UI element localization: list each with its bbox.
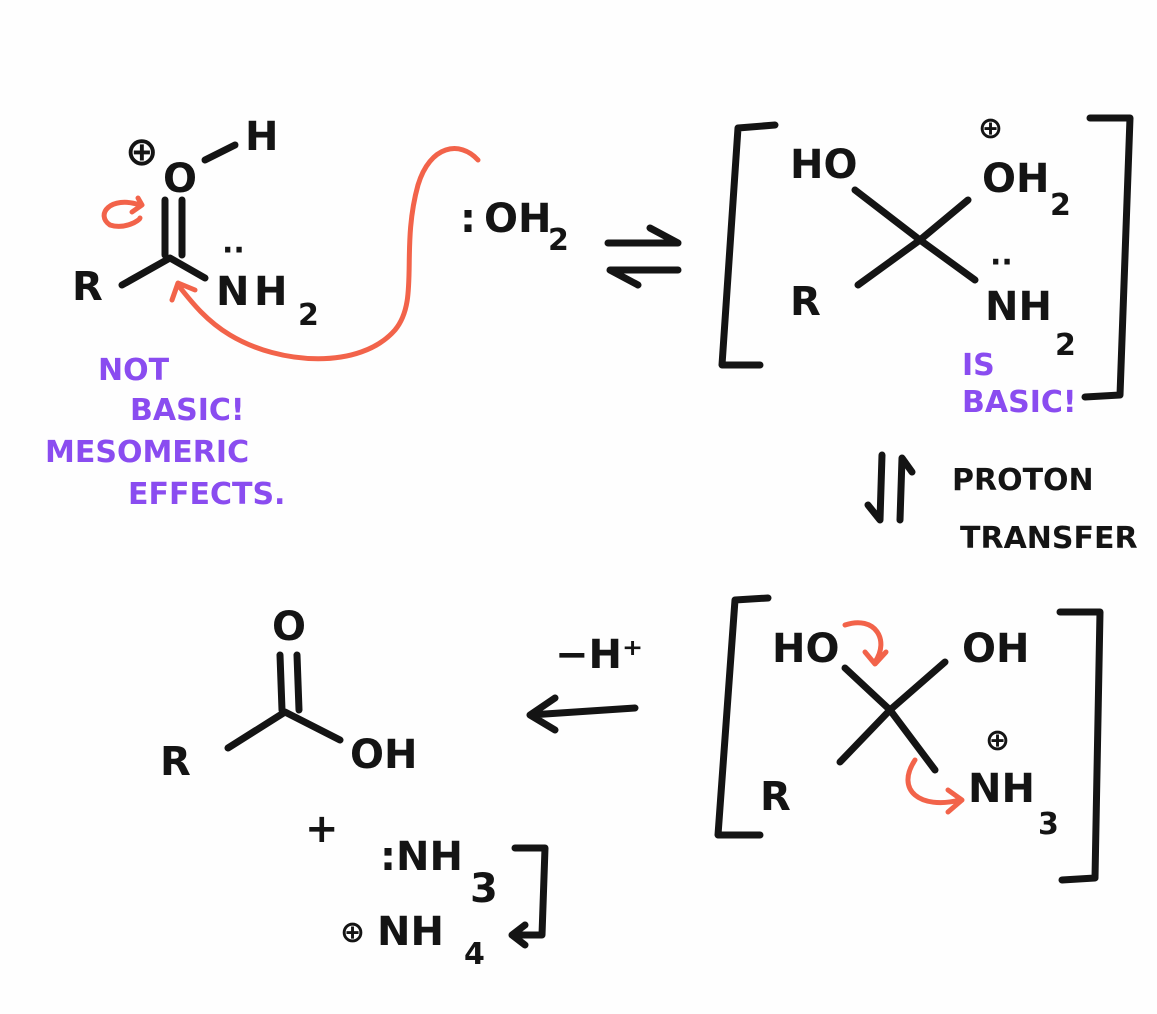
oxygen-label: O <box>272 604 306 650</box>
note-text: EFFECTS. <box>128 477 285 512</box>
ammonia-label: :NH <box>380 834 463 880</box>
lone-pair: ·· <box>222 233 245 268</box>
bonds <box>836 658 949 774</box>
lone-pair: ·· <box>990 245 1013 280</box>
protonated-amide: ⊕ O H R ·· N H 2 <box>72 114 319 333</box>
subscript: 3 <box>470 866 498 912</box>
r-group-label: R <box>760 774 791 820</box>
note-text: BASIC! <box>962 385 1077 420</box>
subscript: 2 <box>1050 188 1071 223</box>
water-nucleophile: : OH 2 <box>460 196 569 258</box>
note-not-basic: NOT BASIC! MESOMERIC EFFECTS. <box>45 353 285 512</box>
curly-arrow-icon <box>101 195 145 229</box>
hydrogen-label: H <box>245 114 278 160</box>
hydroxyl-label: HO <box>790 142 857 188</box>
tetrahedral-intermediate-2: HO OH R ⊕ NH 3 <box>714 594 1104 884</box>
proton-transfer-label: TRANSFER <box>960 521 1138 556</box>
hydroxyl-label: OH <box>350 732 417 778</box>
subscript: 2 <box>1055 328 1076 363</box>
tetrahedral-intermediate-1: HO ⊕ OH 2 R ·· NH 2 IS BASIC! <box>718 111 1134 420</box>
note-text: MESOMERIC <box>45 435 249 470</box>
note-text: IS <box>962 348 995 383</box>
carboxylic-acid-product: O R OH + :NH 3 ⊕ NH 4 <box>160 604 549 972</box>
lone-pair: : <box>460 196 476 242</box>
plus-sign: + <box>305 806 339 852</box>
r-group-label: R <box>72 264 103 310</box>
r-group-label: R <box>790 279 821 325</box>
nh-hydrogen-label: H <box>254 269 287 315</box>
equilibrium-arrows-icon <box>604 224 682 289</box>
hydroxyl-label: HO <box>772 626 839 672</box>
positive-charge: ⊕ <box>985 723 1010 758</box>
oxygen-label: O <box>163 156 197 202</box>
deprotonation-label: −H⁺ <box>555 632 643 678</box>
protonation-arrow-icon <box>508 844 549 949</box>
reaction-arrow-icon <box>526 694 639 734</box>
subscript: 4 <box>464 937 485 972</box>
positive-charge: ⊕ <box>340 915 365 950</box>
left-bracket <box>718 121 779 369</box>
double-bond <box>276 651 303 714</box>
curly-arrow-icon <box>842 620 889 667</box>
positive-charge: ⊕ <box>978 111 1003 146</box>
right-bracket <box>1056 608 1104 884</box>
note-text: NOT <box>98 353 170 388</box>
proton-transfer-label: PROTON <box>952 463 1094 498</box>
double-bond <box>161 196 186 259</box>
ammonium-label: NH <box>968 766 1035 812</box>
left-bracket <box>714 594 772 839</box>
ammonium-label: NH <box>377 909 444 955</box>
r-group-label: R <box>160 739 191 785</box>
equilibrium-arrows-icon <box>864 451 916 524</box>
positive-charge: ⊕ <box>125 129 159 175</box>
oxonium-label: OH <box>982 156 1049 202</box>
single-bonds <box>118 254 209 289</box>
nitrogen-label: N <box>216 269 249 315</box>
nucleophilic-attack-arrow-icon <box>169 146 481 362</box>
subscript: 2 <box>548 223 569 258</box>
amine-label: NH <box>985 284 1052 330</box>
bonds <box>224 708 344 752</box>
subscript: 3 <box>1038 807 1059 842</box>
o-h-bond <box>201 141 239 164</box>
right-bracket <box>1081 114 1134 401</box>
bonds <box>851 186 979 289</box>
note-text: BASIC! <box>130 393 245 428</box>
hydroxyl-label: OH <box>962 626 1029 672</box>
curly-arrow-icon <box>905 757 965 815</box>
subscript: 2 <box>298 298 319 333</box>
water-label: OH <box>484 196 551 242</box>
